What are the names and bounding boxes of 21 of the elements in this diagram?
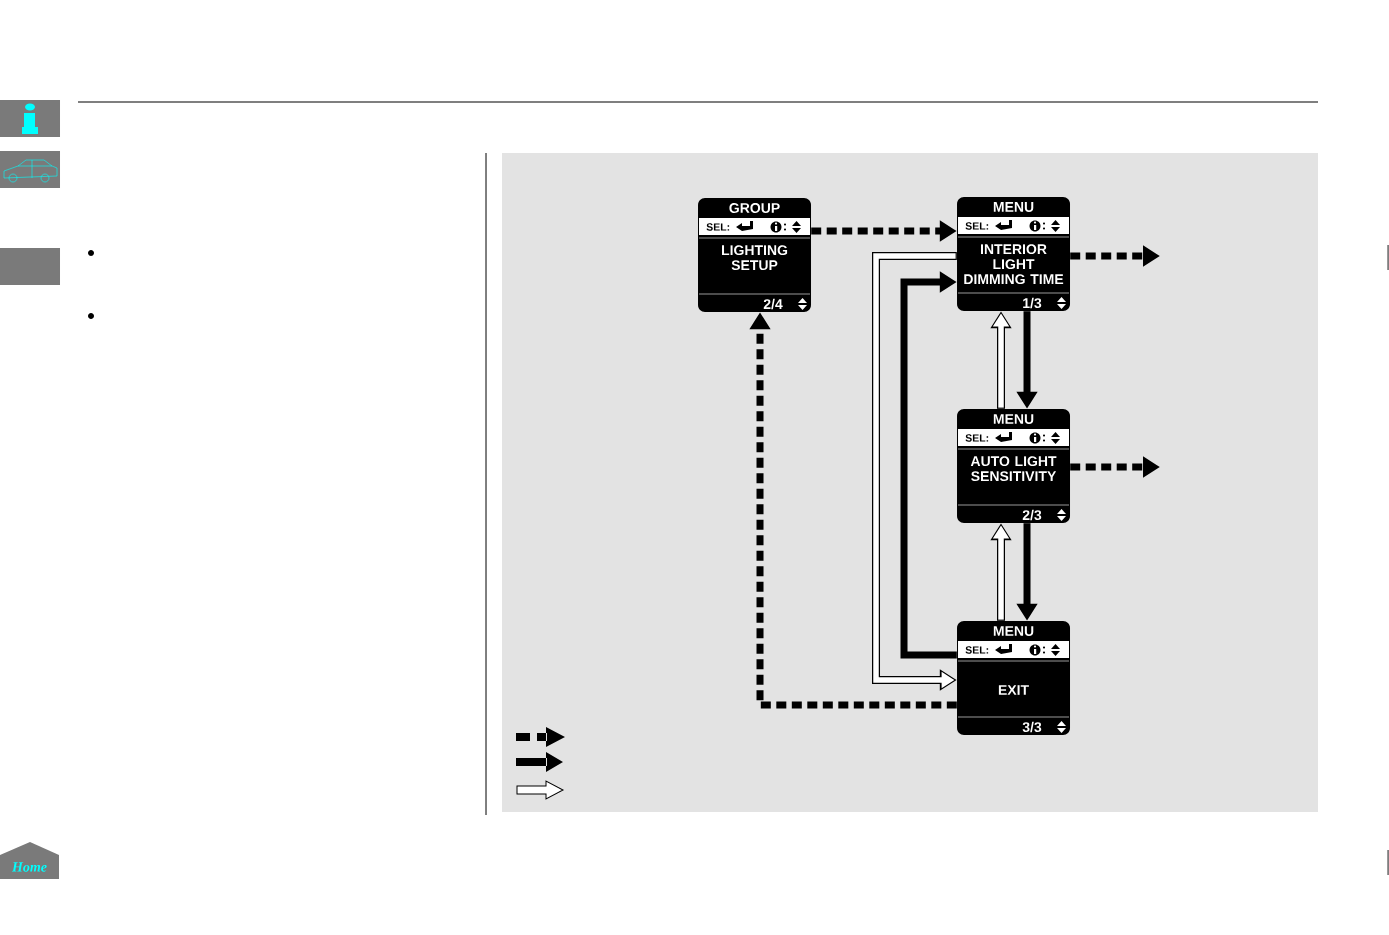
select-label: SEL:: [706, 223, 730, 231]
home-button: Home: [0, 842, 59, 879]
display-screen: [957, 197, 1070, 311]
page-number: 3/3: [1022, 721, 1042, 733]
menu-item: INTERIOR LIGHT DIMMING TIME: [964, 244, 1064, 285]
screen-title: GROUP: [729, 203, 780, 213]
display-screen: [957, 621, 1070, 735]
page-number: 2/4: [763, 298, 783, 310]
menu-item: EXIT: [998, 685, 1029, 695]
screen-title: MENU: [993, 202, 1034, 212]
select-label: SEL:: [965, 434, 989, 442]
select-label: SEL:: [965, 646, 989, 654]
page-number: 2/3: [1022, 509, 1042, 521]
select-label: SEL:: [965, 222, 989, 230]
display-screen: [957, 409, 1070, 523]
screen-title: MENU: [993, 414, 1034, 424]
menu-item: LIGHTING SETUP: [722, 245, 788, 271]
display-screen: [698, 198, 811, 312]
menu-item: AUTO LIGHT SENSITIVITY: [970, 456, 1057, 482]
page-number: 1/3: [1023, 297, 1042, 309]
screen-title: MENU: [993, 626, 1034, 636]
